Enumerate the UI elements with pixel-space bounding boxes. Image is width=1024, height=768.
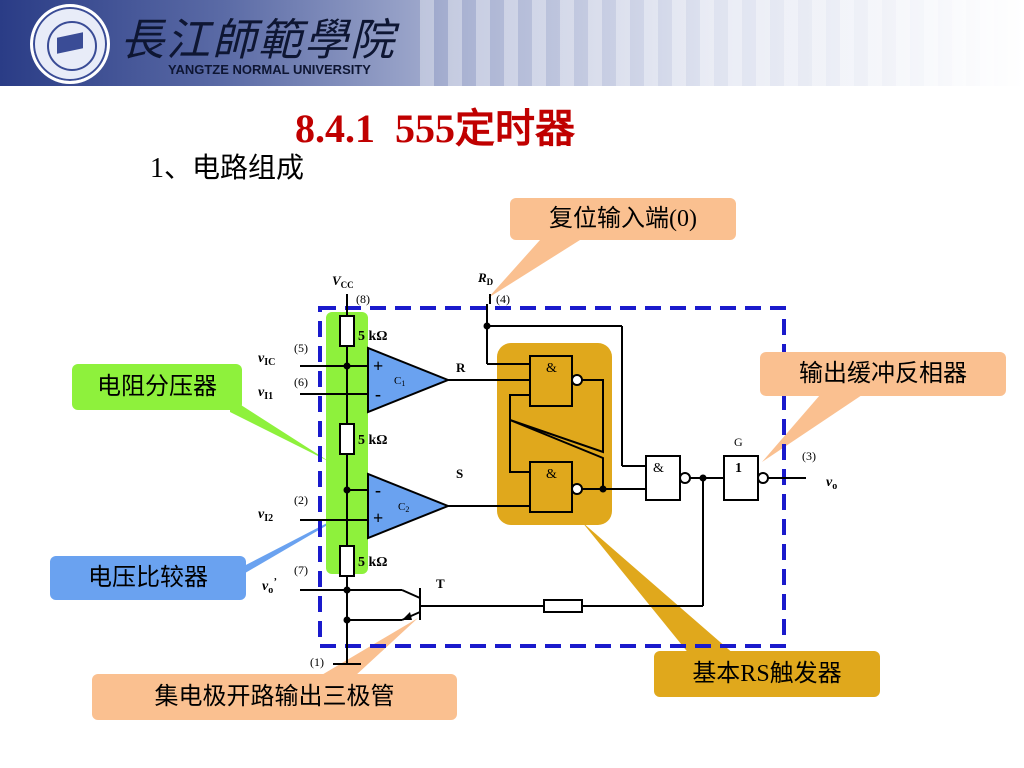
slide-title: 8.4.1 555定时器 (295, 106, 575, 151)
university-name-en: YANGTZE NORMAL UNIVERSITY (168, 62, 371, 77)
vic-label: vIC (258, 351, 275, 368)
resistor-top (339, 315, 355, 347)
flipflop-callout-pointer (582, 522, 735, 655)
resistor-bottom (339, 545, 355, 577)
c1-minus-sign: - (375, 384, 381, 404)
banner-stripes (420, 0, 1024, 86)
university-seal-icon (30, 4, 110, 84)
c2-minus-sign: - (375, 480, 381, 500)
pin-8-label: (8) (356, 292, 370, 306)
callout-output-buffer: 输出缓冲反相器 (760, 352, 1006, 396)
transistor-callout-pointer (320, 618, 418, 676)
resistor-middle (339, 423, 355, 455)
pin-6-label: (6) (294, 375, 308, 389)
reset-callout-pointer (488, 240, 580, 298)
pin-5-label: (5) (294, 341, 308, 355)
c2-label: C2 (398, 501, 409, 514)
nand-bottom-symbol: & (546, 467, 557, 482)
c2-plus-sign: + (373, 508, 383, 528)
s-signal-label: S (456, 466, 463, 481)
flipflop-highlight (497, 343, 612, 525)
header-banner: 長江師範學院 YANGTZE NORMAL UNIVERSITY (0, 0, 1024, 86)
callout-rs-flipflop: 基本RS触发器 (654, 651, 880, 697)
rd-label: RD (477, 270, 494, 287)
seal-ring (47, 21, 97, 71)
vo-label: vo (826, 475, 837, 492)
r-signal-label: R (456, 360, 466, 375)
callout-voltage-divider: 电阻分压器 (72, 364, 242, 410)
g-label: G (734, 435, 743, 449)
inverter-bubble (757, 472, 769, 484)
flipflop-cross-wires (509, 379, 646, 490)
inverter-symbol: 1 (735, 461, 742, 476)
nand-gate-top (529, 355, 573, 407)
resistor-bottom-label: 5 kΩ (358, 555, 388, 570)
nand-top-symbol: & (546, 361, 557, 376)
c1-label: C1 (394, 375, 405, 388)
callout-open-collector-transistor: 集电极开路输出三极管 (92, 674, 457, 720)
nand-gate-bottom (529, 461, 573, 513)
slide-subtitle: 1、电路组成 (150, 153, 305, 184)
output-nand-gate (645, 455, 681, 501)
university-name-cn: 長江師範學院 (120, 15, 396, 66)
nand-top-bubble (571, 374, 583, 386)
resistor-middle-label: 5 kΩ (358, 433, 388, 448)
pin-7-label: (7) (294, 563, 308, 577)
output-nand-bubble (679, 472, 691, 484)
transistor-t (347, 588, 703, 621)
divider-callout-pointer (230, 398, 330, 462)
pin-1-label: (1) (310, 655, 324, 669)
base-resistor (543, 599, 583, 613)
output-nand-symbol: & (653, 461, 664, 476)
nand-bottom-bubble (571, 483, 583, 495)
input-wires (300, 365, 530, 591)
callout-reset-input: 复位输入端(0) (510, 198, 736, 240)
transistor-emitter-arrow (402, 612, 412, 620)
c1-plus-sign: + (373, 356, 383, 376)
pin-2-label: (2) (294, 493, 308, 507)
junction-dots (343, 322, 607, 624)
buffer-callout-pointer (762, 395, 862, 462)
resistor-top-label: 5 kΩ (358, 329, 388, 344)
pin-4-label: (4) (496, 292, 510, 306)
t-label: T (436, 576, 445, 591)
comparator-c2 (367, 472, 451, 540)
vi2-label: vI2 (258, 507, 273, 524)
pin-3-label: (3) (802, 449, 816, 463)
vo-prime-label: vo’ (262, 577, 277, 596)
reset-wires (486, 304, 646, 467)
comparator-c1 (367, 346, 451, 414)
vcc-label: VCC (332, 273, 354, 290)
vi1-label: vI1 (258, 385, 273, 402)
callout-voltage-comparator: 电压比较器 (50, 556, 246, 600)
